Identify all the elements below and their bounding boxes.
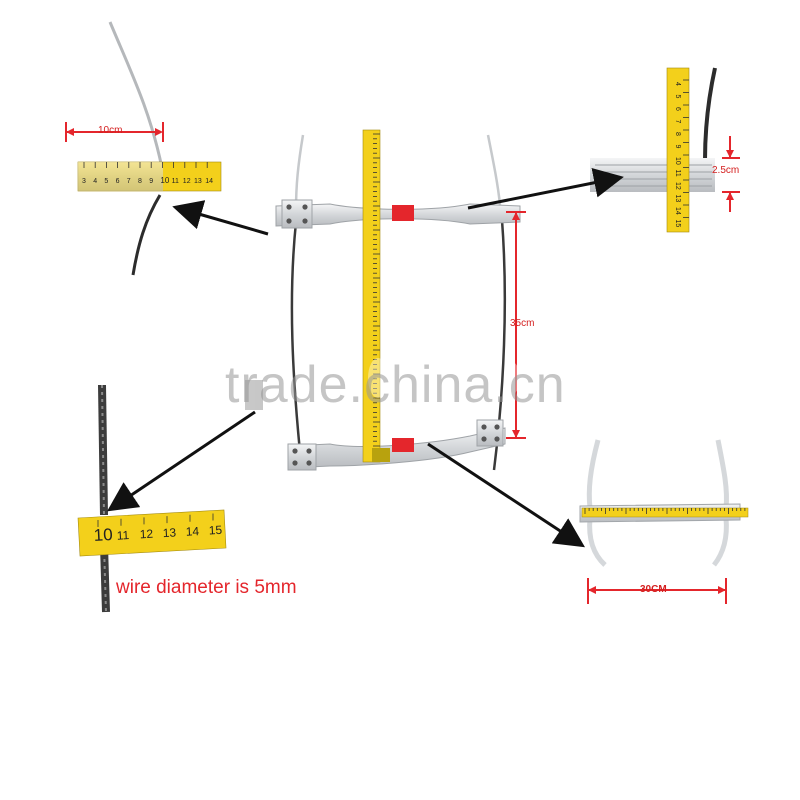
clamp-left-bottom — [287, 443, 317, 471]
tape-ticks — [373, 133, 380, 447]
dimension-label-30cm: 30CM — [640, 584, 667, 595]
dimension-label-2-5cm: 2.5cm — [712, 165, 740, 176]
tape-numeral: 4 — [93, 178, 97, 185]
arrow-to-bottom-right — [427, 442, 586, 548]
tape-numeral: 12 — [674, 182, 681, 190]
arrow-to-top-right — [467, 167, 624, 210]
tape-measure — [581, 507, 749, 518]
arrow-to-top-left — [172, 200, 269, 236]
watermark-shapes — [245, 358, 520, 410]
tape-numeral: 10 — [160, 176, 169, 185]
main-spacer-assembly — [275, 129, 526, 471]
tape-numeral: 3 — [82, 178, 86, 185]
callout-arrows — [107, 167, 624, 548]
dimension-label-10cm: 10cm — [98, 125, 123, 136]
tape-measure — [666, 67, 690, 233]
cable-strand-dark — [703, 67, 717, 161]
arrow-to-bottom-left — [107, 410, 256, 512]
tape-numeral: 5 — [104, 178, 108, 185]
cable-left — [290, 221, 302, 453]
tape-numeral: 13 — [162, 525, 176, 540]
clamp-right-bottom — [476, 419, 504, 447]
tape-numeral: 7 — [674, 120, 681, 124]
tape-numeral: 15 — [674, 220, 681, 228]
tape-measure — [77, 509, 227, 557]
tape-numeral: 13 — [194, 178, 202, 185]
tape-numeral: 6 — [674, 107, 681, 111]
watermark: trade.china.cn — [225, 356, 566, 414]
clamp-left-top — [281, 199, 313, 229]
tape-numeral: 10 — [93, 525, 113, 545]
tape-numeral: 13 — [674, 195, 681, 203]
wire-diameter-caption: wire diameter is 5mm — [116, 577, 297, 598]
tape-ticks: 4 5 6 7 8 9 10 11 12 13 14 15 — [674, 79, 689, 228]
tape-numeral: 14 — [674, 207, 681, 215]
tape-numeral: 7 — [127, 178, 131, 185]
inset-top-right: 4 5 6 7 8 9 10 11 12 13 14 15 — [590, 67, 740, 233]
tape-numeral: 8 — [138, 178, 142, 185]
tape-numeral: 10 — [674, 157, 681, 165]
tape-numeral: 14 — [185, 524, 199, 539]
clamp-body — [78, 162, 163, 191]
red-band — [392, 205, 414, 221]
tape-numeral: 11 — [674, 170, 681, 177]
tape-numeral: 9 — [674, 145, 681, 149]
tape-numeral: 12 — [139, 527, 153, 542]
dimension-label-35cm: 35cm — [510, 318, 535, 329]
inset-bottom-right — [579, 439, 749, 604]
cable-strand-dark — [131, 194, 162, 276]
cable-strand — [108, 21, 164, 169]
tape-numeral: 9 — [149, 178, 153, 185]
tape-numeral: 6 — [116, 178, 120, 185]
tape-numeral: 4 — [674, 82, 681, 86]
tape-numeral: 11 — [116, 528, 129, 543]
tape-numeral: 5 — [674, 95, 681, 99]
tape-numeral: 14 — [205, 178, 213, 185]
tape-numeral: 15 — [208, 523, 222, 538]
tape-numeral: 12 — [183, 178, 191, 185]
tape-numeral: 8 — [674, 132, 681, 136]
tape-numeral: 11 — [172, 178, 179, 185]
clamp-body — [590, 158, 715, 192]
